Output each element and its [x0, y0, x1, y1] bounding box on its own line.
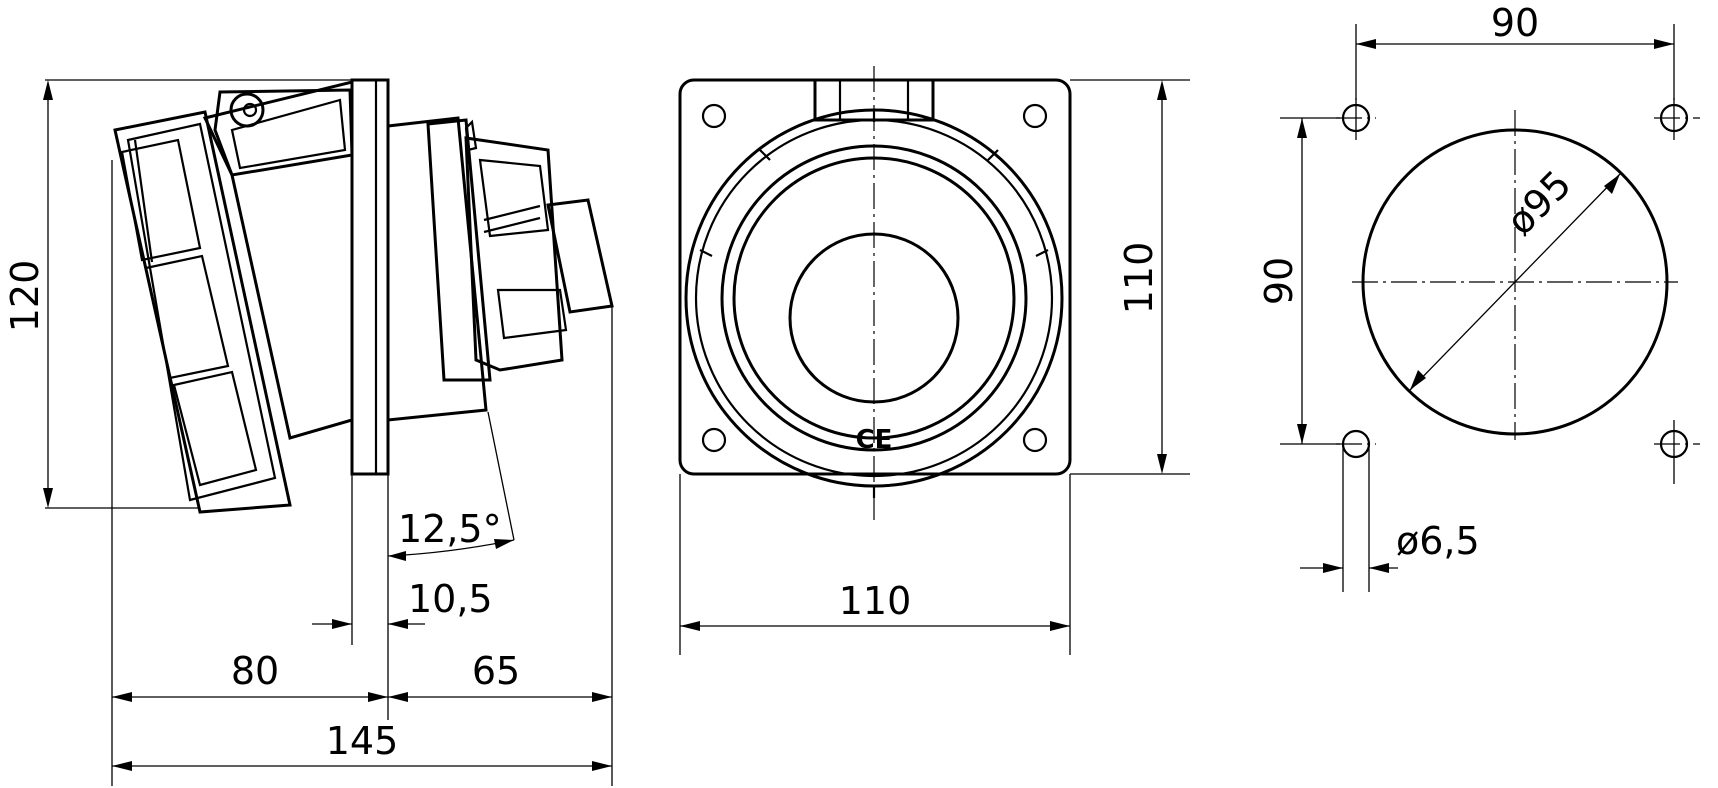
side-view: 120 12,5° 10,5 80 65 145	[3, 78, 614, 786]
mounting-hole	[1022, 427, 1048, 453]
cutout-hole	[1336, 98, 1376, 140]
dim-hole-spacing-x: 90	[1491, 1, 1539, 45]
dim-height-side: 120	[3, 260, 47, 333]
dim-hole-spacing-y: 90	[1257, 257, 1301, 305]
dim-cutout-diameter: ø95	[1498, 162, 1580, 244]
dim-depth-front: 80	[231, 649, 279, 693]
flange-side	[350, 78, 390, 476]
cutout-hole	[1654, 420, 1700, 484]
dim-width-front: 110	[839, 579, 912, 623]
socket-housing-side	[113, 80, 354, 514]
dim-flange-thickness: 10,5	[408, 577, 493, 621]
mounting-hole	[701, 427, 727, 453]
front-view: CE 110 110	[678, 66, 1190, 655]
dim-total-depth: 145	[326, 719, 399, 763]
cutout-hole	[1654, 98, 1700, 140]
cutout-hole	[1336, 429, 1376, 459]
mounting-hole	[1022, 103, 1048, 129]
rear-body-side	[386, 116, 614, 422]
cutout-view: ø95 90 90 ø6,5	[1257, 1, 1700, 592]
dim-tilt-angle: 12,5°	[398, 507, 502, 551]
dim-hole-diameter: ø6,5	[1396, 519, 1480, 563]
dim-depth-rear: 65	[472, 649, 520, 693]
ce-mark: CE	[856, 425, 893, 455]
mounting-hole	[701, 103, 727, 129]
dim-height-front: 110	[1117, 242, 1161, 315]
